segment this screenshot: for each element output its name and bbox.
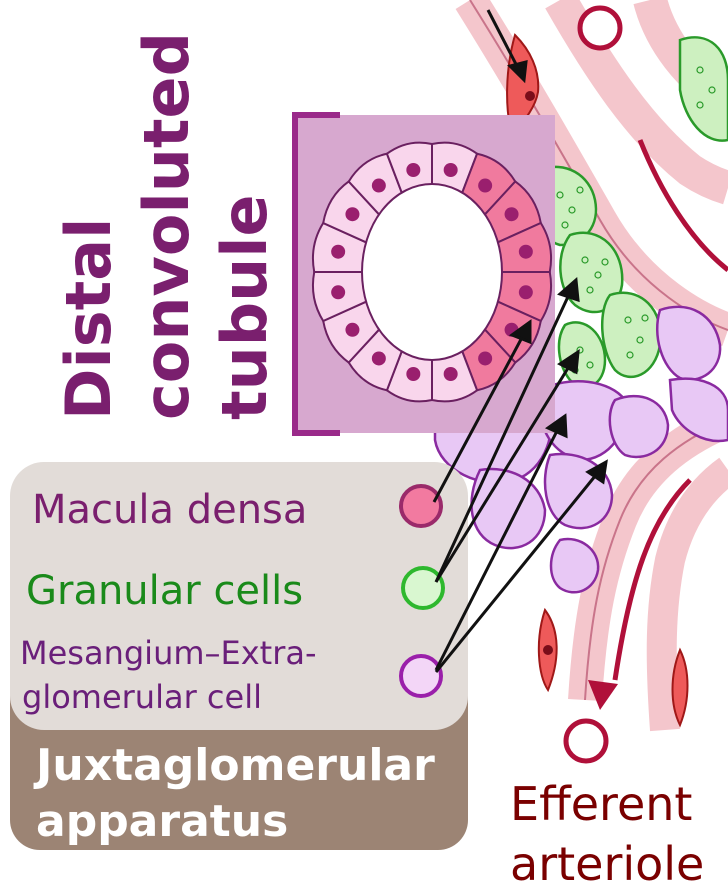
dct-title-line1: Distal (52, 218, 125, 420)
mesangium-label-line2: glomerular cell (22, 678, 262, 716)
mesangium-label-line1: Mesangium–Extra- (20, 634, 317, 672)
granular-cells-swatch (403, 568, 443, 608)
efferent-label: Efferent arteriole (510, 777, 704, 891)
jga-label-line2: apparatus (36, 796, 288, 847)
cell-nucleus (444, 367, 458, 381)
cell-nucleus (345, 323, 359, 337)
efferent-label-line1: Efferent (510, 777, 692, 831)
cell-nucleus (345, 207, 359, 221)
jga-label-line1: Juxtaglomerular (33, 740, 435, 791)
cell-nucleus (372, 351, 386, 365)
cell-nucleus (478, 351, 492, 365)
mesangium-swatch (401, 656, 441, 696)
cell-nucleus (505, 207, 519, 221)
cell-nucleus (331, 285, 345, 299)
dct-title-line3: tubule (208, 194, 281, 420)
cell-nucleus (478, 179, 492, 193)
distal-tubule-section (295, 115, 555, 433)
macula-densa-swatch (401, 486, 441, 526)
cell-nucleus (331, 245, 345, 259)
cell-nucleus (372, 179, 386, 193)
cell-nucleus (406, 163, 420, 177)
dct-title: Distal convoluted tubule (52, 32, 281, 420)
macula-densa-label: Macula densa (32, 487, 307, 533)
dct-title-line2: convoluted (130, 32, 203, 420)
granular-cells-label: Granular cells (26, 568, 303, 614)
cell-nucleus (444, 163, 458, 177)
legend-panel: Macula densa Granular cells Mesangium–Ex… (10, 462, 468, 850)
cell-nucleus (406, 367, 420, 381)
efferent-label-line2: arteriole (510, 837, 704, 891)
cell-nucleus (519, 245, 533, 259)
cell-nucleus (519, 285, 533, 299)
